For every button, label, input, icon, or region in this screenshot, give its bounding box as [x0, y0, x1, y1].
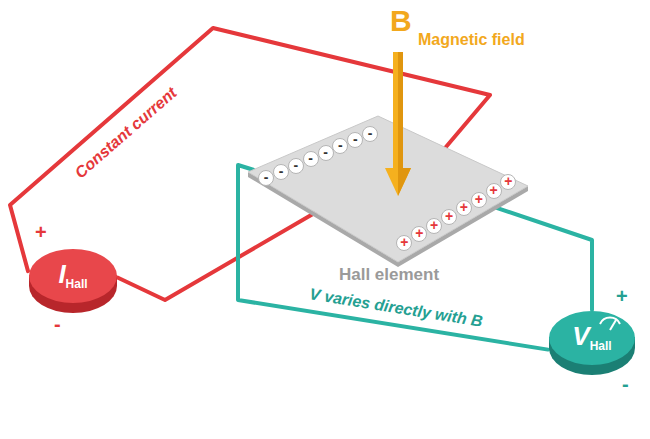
field-arrow-shade [398, 52, 403, 168]
negative-charge: - [273, 164, 289, 180]
wire [493, 207, 592, 310]
gauge-needle [610, 320, 616, 330]
meter-face [29, 249, 117, 303]
plate-outline [244, 112, 534, 287]
field-symbol: B [390, 6, 412, 36]
meter-label: VHall [572, 321, 611, 352]
positive-charge: + [486, 183, 502, 199]
terminal-sign: + [35, 222, 47, 242]
wire-label: Constant current [69, 82, 183, 184]
wire [118, 213, 316, 301]
terminal-sign: - [54, 314, 61, 334]
quantity-symbol: V [572, 321, 589, 351]
field-arrow-shaft [393, 52, 403, 168]
negative-charge: - [318, 145, 334, 161]
element-label: Hall element [339, 265, 439, 285]
positive-charge: + [471, 192, 487, 208]
meter-face [549, 311, 635, 365]
terminal-sign: - [622, 374, 629, 394]
positive-charge: + [441, 209, 457, 225]
hall-element: Hall element [244, 112, 534, 287]
hall-voltmeter: VHall [548, 310, 636, 376]
field-arrow-head-shade [398, 168, 411, 196]
field-label: Magnetic field [418, 32, 525, 48]
terminal-sign: + [616, 286, 628, 306]
plate-top [248, 116, 528, 262]
quantity-subscript: Hall [590, 339, 612, 353]
meter-label: IHall [58, 259, 87, 290]
quantity-subscript: Hall [66, 277, 88, 291]
gauge-arc [600, 318, 620, 324]
current-source: IHall [28, 248, 118, 314]
negative-charge: - [303, 151, 319, 167]
negative-charge: - [288, 158, 304, 174]
quantity-symbol: I [58, 259, 65, 289]
positive-charge: + [426, 218, 442, 234]
negative-charge: - [362, 126, 378, 142]
field-arrow-head [385, 168, 411, 196]
